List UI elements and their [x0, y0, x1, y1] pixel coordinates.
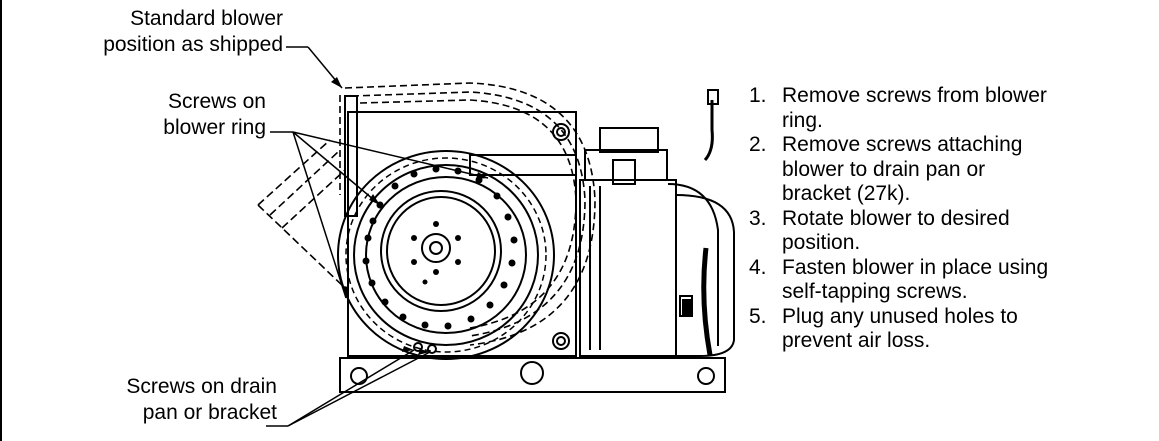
step-text: ring. [782, 108, 823, 132]
step-number: 3. [749, 206, 767, 230]
step-text: Remove screws attaching [782, 133, 1023, 156]
border-rule [0, 0, 2, 441]
standard-position-outline [339, 82, 596, 346]
step-item: 5. Plug any unused holes to prevent air … [749, 305, 1159, 354]
callout-line: Standard blower [130, 7, 283, 30]
outlet-flange [469, 154, 577, 176]
callout-line: Screws on [167, 90, 266, 113]
callout-screws-drain-pan: Screws on drain pan or bracket [126, 374, 277, 426]
step-text: position. [782, 231, 861, 254]
callout-line: pan or bracket [142, 401, 277, 424]
callout-screws-blower-ring: Screws on blower ring [163, 89, 266, 141]
arrowheads [331, 77, 488, 355]
plate-hole-icon [552, 123, 570, 141]
step-text: Rotate blower to desired [782, 206, 1010, 230]
compressor-assembly [579, 89, 735, 357]
step-text: prevent air loss. [782, 329, 931, 352]
base-rail [339, 357, 726, 393]
leader-lines [266, 46, 489, 427]
step-item: 4. Fasten blower in place using self-tap… [749, 256, 1159, 305]
blower-wheel [337, 150, 555, 360]
step-item: 1. Remove screws from blower ring. [749, 84, 1159, 133]
step-text: Plug any unused holes to [782, 304, 1018, 328]
callout-line: position as shipped [103, 33, 283, 56]
base-hole-icon [697, 367, 715, 385]
step-number: 4. [749, 255, 767, 279]
instruction-steps: 1. Remove screws from blower ring. 2. Re… [749, 84, 1159, 354]
step-text: Fasten blower in place using [782, 255, 1049, 279]
callout-line: Screws on drain [126, 375, 277, 398]
step-text: bracket (27k). [782, 182, 911, 205]
bracket-screw-icon [427, 344, 437, 354]
plate-hole-icon [552, 332, 570, 350]
callout-line: blower ring [163, 116, 266, 139]
step-text: Remove screws from blower [782, 84, 1047, 107]
step-item: 3. Rotate blower to desired position. [749, 207, 1159, 256]
shipped-housing-outline [257, 139, 346, 289]
callout-standard-position: Standard blower position as shipped [103, 6, 283, 58]
step-number: 2. [749, 133, 767, 156]
base-hole-icon [350, 367, 368, 385]
bracket-screw-icon [413, 342, 423, 352]
step-number: 1. [749, 84, 767, 107]
step-text: blower to drain pan or [782, 157, 986, 181]
step-item: 2. Remove screws attaching blower to dra… [749, 133, 1159, 207]
step-text: self-tapping screws. [782, 280, 968, 303]
hub-bolts [411, 221, 461, 285]
ring-bolts [362, 165, 518, 330]
step-number: 5. [749, 304, 767, 328]
base-hole-icon [520, 361, 544, 385]
